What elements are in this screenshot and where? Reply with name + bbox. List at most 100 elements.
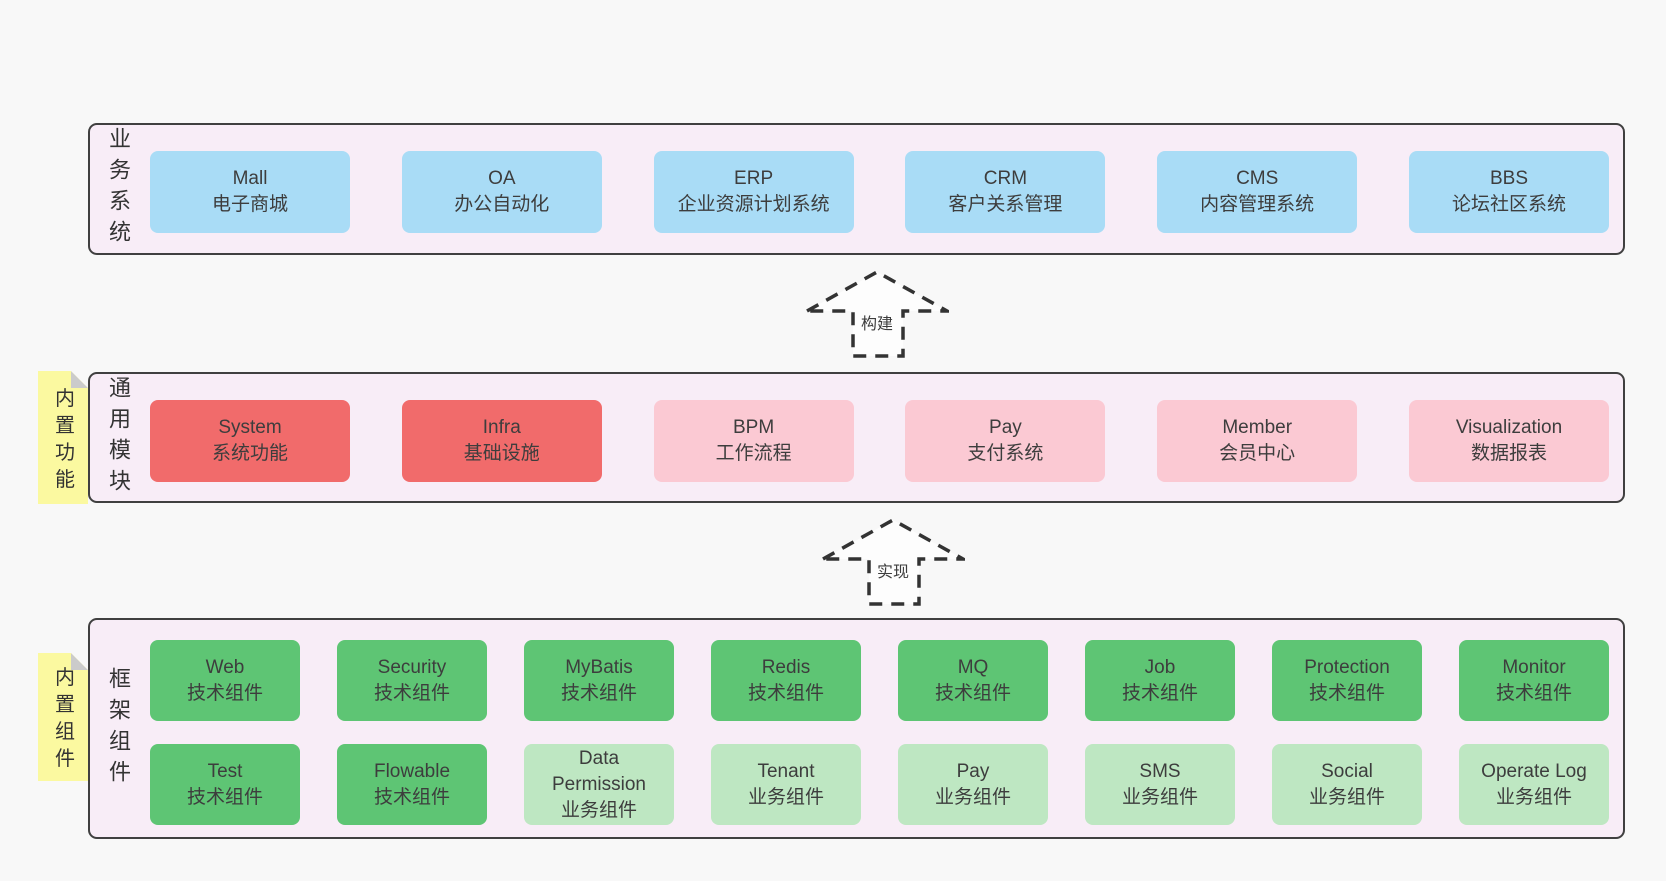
module-box-tenant: Tenant 业务组件 — [711, 744, 861, 825]
box-subtitle: 业务组件 — [1308, 786, 1385, 808]
module-box-crm: CRM 客户关系管理 — [905, 151, 1106, 233]
box-subtitle: 电子商城 — [211, 194, 288, 215]
folded-corner-icon — [71, 371, 88, 388]
box-title: Infra — [482, 417, 521, 438]
common-boxes-row: System 系统功能 Infra 基础设施 BPM 工作流程 Pay 支付系统… — [150, 400, 1609, 482]
box-title: Tenant — [757, 760, 815, 782]
box-subtitle: 技术组件 — [934, 682, 1011, 704]
box-subtitle: 数据报表 — [1470, 443, 1547, 464]
box-subtitle: 业务组件 — [934, 786, 1011, 808]
box-subtitle: 业务组件 — [1121, 786, 1198, 808]
box-subtitle: 技术组件 — [1121, 682, 1198, 704]
arrow-label: 实现 — [871, 558, 915, 582]
module-box-social: Social 业务组件 — [1272, 744, 1422, 825]
sticky-label: 内置组件 — [51, 666, 74, 775]
arrow-label: 构建 — [855, 310, 899, 334]
module-box-cms: CMS 内容管理系统 — [1157, 151, 1358, 233]
band-side-label: 框架组件 — [106, 666, 131, 791]
module-box-sms: SMS 业务组件 — [1085, 744, 1235, 825]
module-box-infra: Infra 基础设施 — [401, 400, 602, 482]
box-title: OA — [488, 168, 516, 189]
box-title: Pay — [989, 417, 1022, 438]
box-subtitle: 技术组件 — [747, 682, 824, 704]
module-box-operate-log: Operate Log 业务组件 — [1459, 744, 1609, 825]
box-title: Flowable — [373, 760, 451, 782]
box-title: ERP — [734, 168, 774, 189]
box-title: SMS — [1139, 760, 1181, 782]
module-box-data-permission: Data Permission 业务组件 — [524, 744, 674, 825]
band-business-systems: 业务系统 Mall 电子商城 OA 办公自动化 ERP 企业资源计划系统 CRM… — [88, 123, 1625, 255]
box-subtitle: 技术组件 — [560, 682, 637, 704]
box-subtitle: 企业资源计划系统 — [677, 194, 830, 215]
box-subtitle: 系统功能 — [211, 443, 288, 464]
sticky-label: 内置功能 — [51, 386, 74, 495]
framework-boxes-row-2: Test 技术组件 Flowable 技术组件 Data Permission … — [150, 744, 1609, 825]
band-side-label: 业务系统 — [106, 127, 131, 251]
box-title: Operate Log — [1481, 760, 1587, 782]
band-framework-components: 框架组件 Web 技术组件 Security 技术组件 MyBatis 技术组件… — [88, 618, 1625, 839]
box-title: Test — [207, 760, 243, 782]
framework-boxes-row-1: Web 技术组件 Security 技术组件 MyBatis 技术组件 Redi… — [150, 640, 1609, 721]
box-title: Data Permission — [552, 747, 646, 795]
module-box-mall: Mall 电子商城 — [150, 151, 350, 233]
sticky-note-built-in-components: 内置组件 — [38, 653, 88, 781]
box-title: MQ — [957, 656, 989, 678]
module-box-mybatis: MyBatis 技术组件 — [524, 640, 674, 721]
business-boxes-row: Mall 电子商城 OA 办公自动化 ERP 企业资源计划系统 CRM 客户关系… — [150, 151, 1609, 233]
box-title: Pay — [956, 760, 990, 782]
box-title: Mall — [232, 168, 268, 189]
box-title: Visualization — [1455, 417, 1563, 438]
module-box-erp: ERP 企业资源计划系统 — [653, 151, 854, 233]
module-box-flowable: Flowable 技术组件 — [337, 744, 487, 825]
box-title: CRM — [983, 168, 1028, 189]
box-title: BPM — [733, 417, 775, 438]
box-subtitle: 业务组件 — [1495, 786, 1572, 808]
module-box-oa: OA 办公自动化 — [401, 151, 602, 233]
box-subtitle: 业务组件 — [560, 799, 637, 821]
box-title: Security — [377, 656, 447, 678]
box-subtitle: 内容管理系统 — [1200, 194, 1315, 215]
box-subtitle: 技术组件 — [1495, 682, 1572, 704]
box-title: Protection — [1304, 656, 1390, 678]
band-side-label: 通用模块 — [106, 375, 131, 500]
box-subtitle: 工作流程 — [715, 443, 792, 464]
module-box-bbs: BBS 论坛社区系统 — [1408, 151, 1609, 233]
box-title: MyBatis — [565, 656, 633, 678]
box-title: Member — [1222, 417, 1293, 438]
box-title: Social — [1321, 760, 1373, 782]
box-subtitle: 业务组件 — [747, 786, 824, 808]
module-box-redis: Redis 技术组件 — [711, 640, 861, 721]
band-common-modules: 通用模块 System 系统功能 Infra 基础设施 BPM 工作流程 Pay… — [88, 372, 1625, 503]
module-box-protection: Protection 技术组件 — [1272, 640, 1422, 721]
box-subtitle: 技术组件 — [373, 786, 450, 808]
module-box-bpm: BPM 工作流程 — [653, 400, 854, 482]
arrow-implement-up: 实现 — [821, 518, 965, 606]
box-subtitle: 支付系统 — [967, 443, 1044, 464]
box-title: Job — [1144, 656, 1176, 678]
box-title: Redis — [761, 656, 811, 678]
box-title: System — [218, 417, 282, 438]
module-box-pay-system: Pay 支付系统 — [905, 400, 1106, 482]
module-box-test: Test 技术组件 — [150, 744, 300, 825]
box-title: Monitor — [1502, 656, 1566, 678]
module-box-visualization: Visualization 数据报表 — [1408, 400, 1609, 482]
box-subtitle: 论坛社区系统 — [1451, 194, 1566, 215]
box-subtitle: 技术组件 — [373, 682, 450, 704]
box-subtitle: 客户关系管理 — [948, 194, 1063, 215]
box-subtitle: 基础设施 — [463, 443, 540, 464]
module-box-pay-component: Pay 业务组件 — [898, 744, 1048, 825]
box-subtitle: 技术组件 — [1308, 682, 1385, 704]
box-title: CMS — [1236, 168, 1279, 189]
box-subtitle: 技术组件 — [186, 786, 263, 808]
box-title: BBS — [1489, 168, 1528, 189]
arrow-build-up: 构建 — [805, 270, 949, 358]
module-box-web: Web 技术组件 — [150, 640, 300, 721]
module-box-member: Member 会员中心 — [1157, 400, 1358, 482]
sticky-note-built-in-features: 内置功能 — [38, 371, 88, 504]
box-subtitle: 办公自动化 — [454, 194, 550, 215]
box-subtitle: 技术组件 — [186, 682, 263, 704]
module-box-system: System 系统功能 — [150, 400, 350, 482]
module-box-job: Job 技术组件 — [1085, 640, 1235, 721]
box-subtitle: 会员中心 — [1219, 443, 1296, 464]
module-box-mq: MQ 技术组件 — [898, 640, 1048, 721]
